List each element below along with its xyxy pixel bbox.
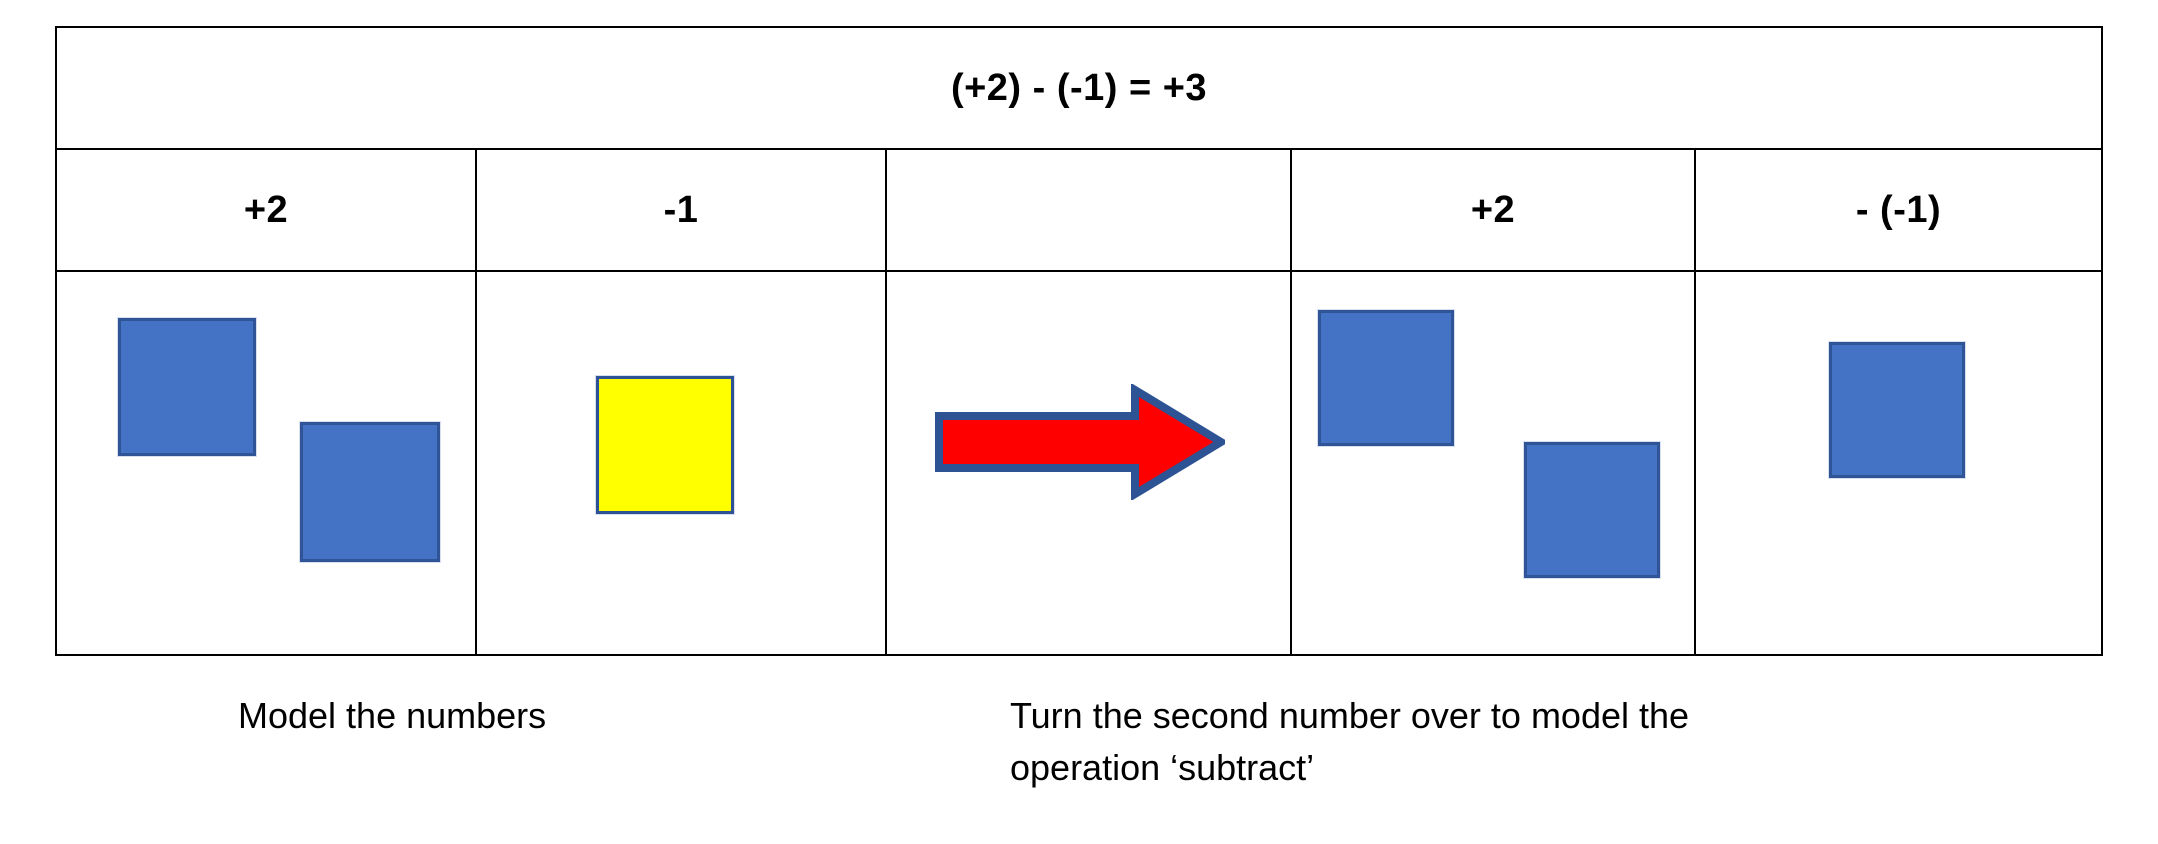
body-cell-col4 [1290, 270, 1696, 656]
body-cell-col3 [885, 270, 1292, 656]
header-cell-col4: +2 [1290, 148, 1696, 272]
table-header-row: +2 -1 +2 - (-1) [55, 148, 2104, 272]
blue-counter [1318, 310, 1454, 446]
right-arrow-icon [935, 384, 1225, 500]
header-cell-col1: +2 [55, 148, 477, 272]
arrow-area-col3 [887, 272, 1290, 654]
blue-counter [300, 422, 440, 562]
header-cell-col5: - (-1) [1693, 148, 2104, 272]
header-cell-col2: -1 [475, 148, 887, 272]
counter-area-col5 [1696, 272, 2101, 654]
blue-counter [1829, 342, 1965, 478]
caption-turn-second-number-over: Turn the second number over to model the… [1010, 695, 1690, 789]
counter-area-col2 [477, 272, 885, 654]
body-cell-col5 [1693, 270, 2104, 656]
counter-area-col4 [1292, 272, 1694, 654]
yellow-counter [596, 376, 734, 514]
integer-subtraction-table: (+2) - (-1) = +3 +2 -1 +2 - (-1) [54, 26, 2104, 656]
table-title-row: (+2) - (-1) = +3 [54, 26, 2104, 150]
equation-title: (+2) - (-1) = +3 [54, 26, 2104, 150]
table-body-row [55, 270, 2104, 656]
blue-counter [1524, 442, 1660, 578]
body-cell-col2 [475, 270, 887, 656]
caption-model-the-numbers: Model the numbers [238, 695, 547, 736]
header-cell-col3 [885, 148, 1292, 272]
blue-counter [118, 318, 256, 456]
counter-area-col1 [57, 272, 475, 654]
body-cell-col1 [55, 270, 477, 656]
